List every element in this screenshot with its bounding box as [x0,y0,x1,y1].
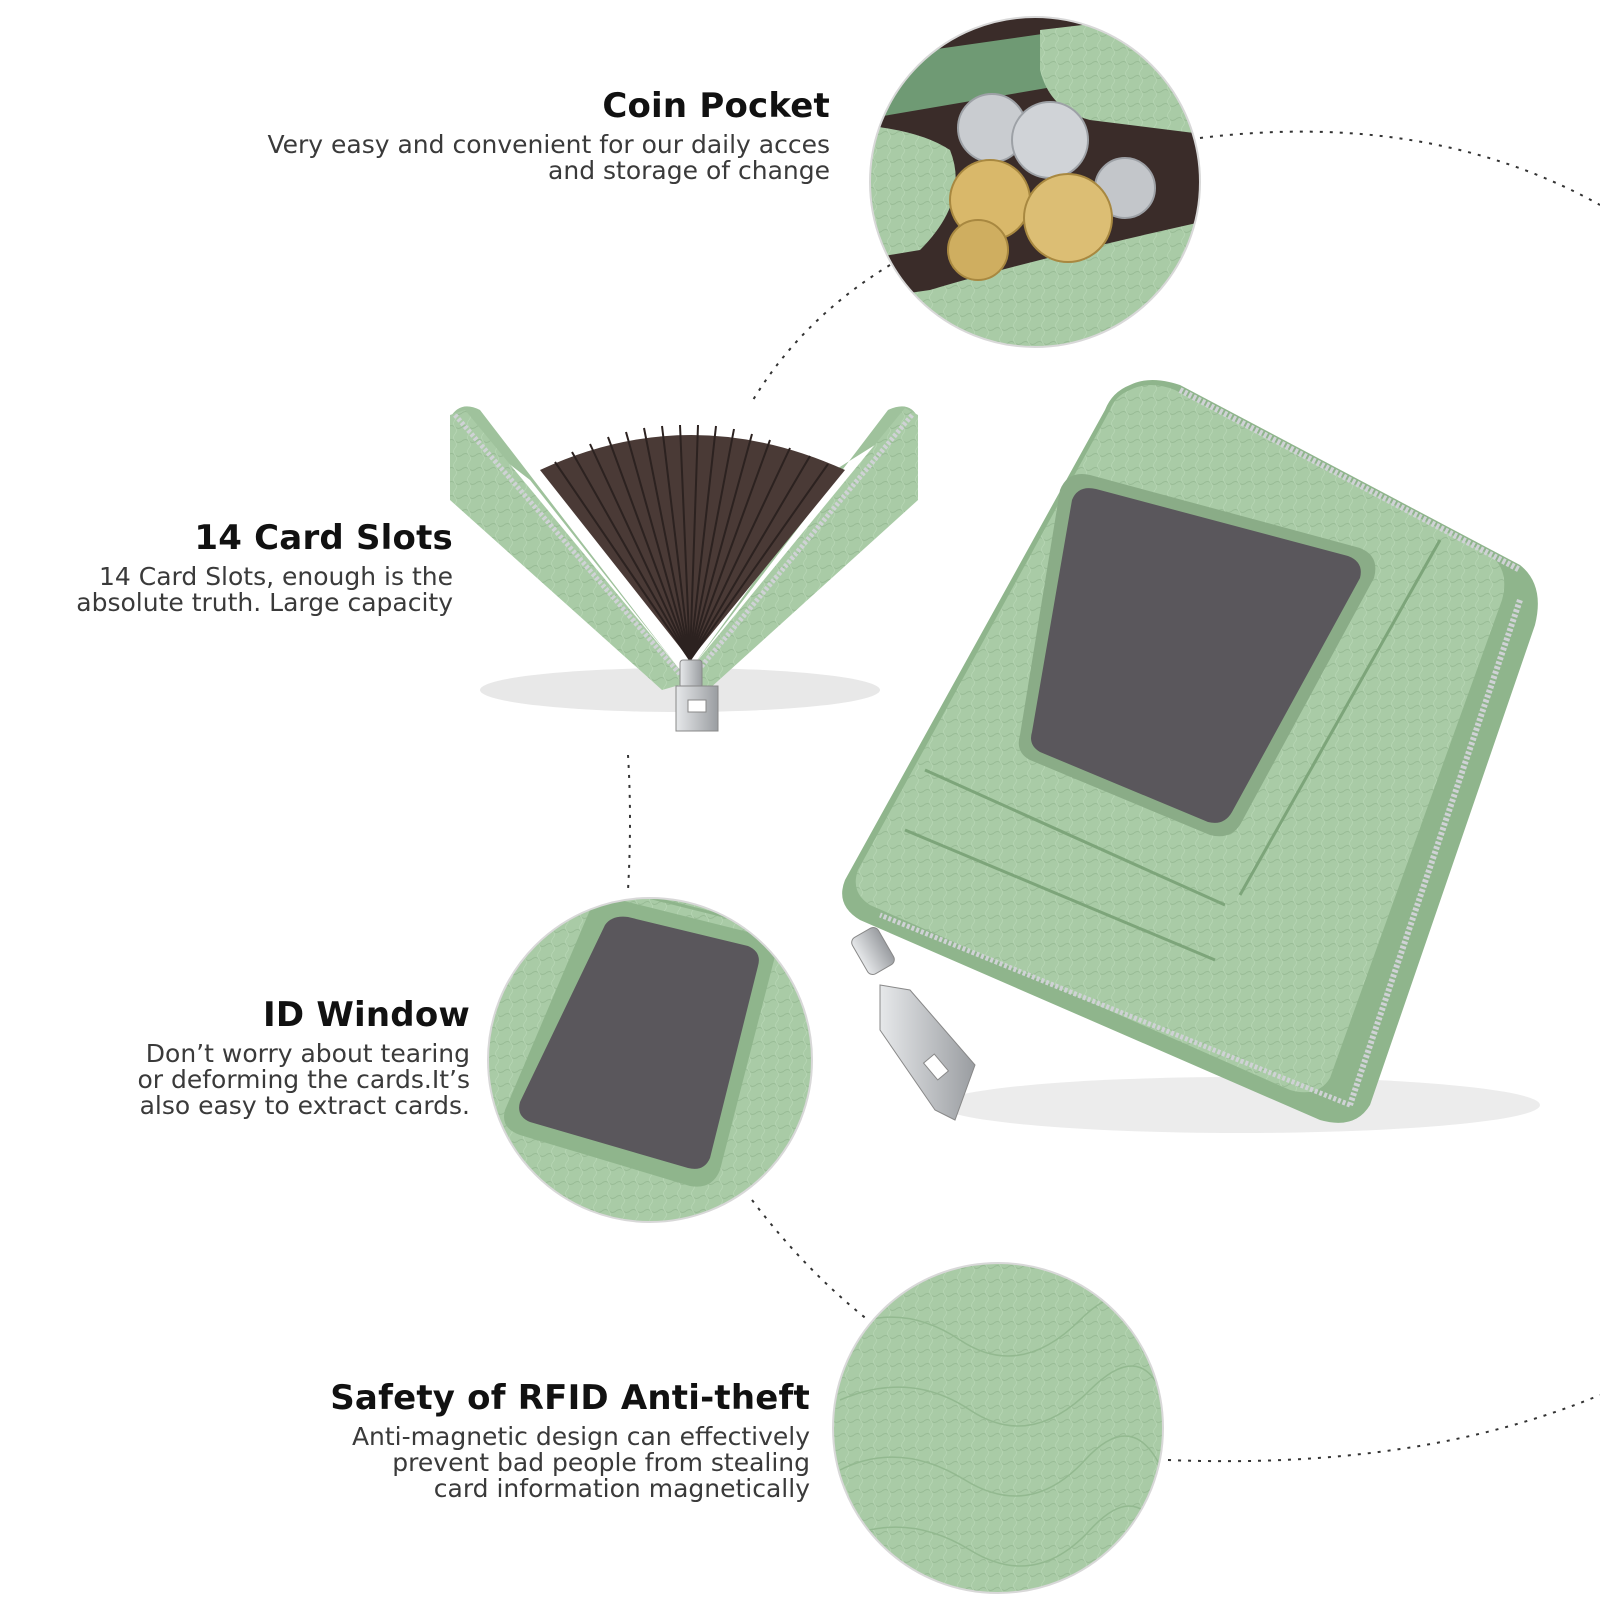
feature-rfid-line-1: Anti-magnetic design can effectively [351,1422,810,1451]
feature-rfid-line-2: prevent bad people from stealing [392,1448,810,1477]
feature-card-slots-line-1: 14 Card Slots, enough is the [99,562,453,591]
coins-cluster [947,93,1156,281]
connector-coin-to-slots [749,264,891,406]
id-window-large [1018,474,1376,837]
feature-id-window-title: ID Window [263,995,470,1035]
connector-rfid-right [1167,1394,1600,1463]
connector-slots-to-id [627,754,631,891]
feature-rfid: Safety of RFID Anti-theft Anti-magnetic … [250,1378,810,1502]
zipper-pull-open [675,659,719,732]
feature-rfid-title: Safety of RFID Anti-theft [330,1378,810,1418]
feature-card-slots-title: 14 Card Slots [194,518,453,558]
open-wallet-image [450,406,918,732]
feature-id-window-line-2: or deforming the cards.It’s [137,1065,470,1094]
coin-pocket-detail-image [869,16,1201,348]
closed-wallet-image [842,380,1540,1133]
connector-coin-right [1199,130,1600,206]
card-slot-pockets [904,539,1442,962]
id-window-detail-image [487,897,813,1223]
feature-id-window: ID Window Don’t worry about tearing or d… [50,995,470,1119]
accordion-card-slots [540,424,845,661]
feature-coin-pocket: Coin Pocket Very easy and convenient for… [210,86,830,184]
leather-texture-detail-image [832,1262,1164,1594]
feature-rfid-line-3: card information magnetically [433,1474,810,1503]
feature-card-slots: 14 Card Slots 14 Card Slots, enough is t… [23,518,453,616]
feature-coin-pocket-line-2: and storage of change [548,156,830,185]
zipper-pull-closed [851,927,976,1121]
connector-id-to-rfid [751,1199,869,1321]
feature-coin-pocket-title: Coin Pocket [602,86,830,126]
feature-id-window-line-3: also easy to extract cards. [139,1091,470,1120]
feature-card-slots-line-2: absolute truth. Large capacity [76,588,453,617]
feature-coin-pocket-line-1: Very easy and convenient for our daily a… [267,130,830,159]
feature-id-window-line-1: Don’t worry about tearing [145,1039,470,1068]
connector-lines [627,130,1600,1463]
